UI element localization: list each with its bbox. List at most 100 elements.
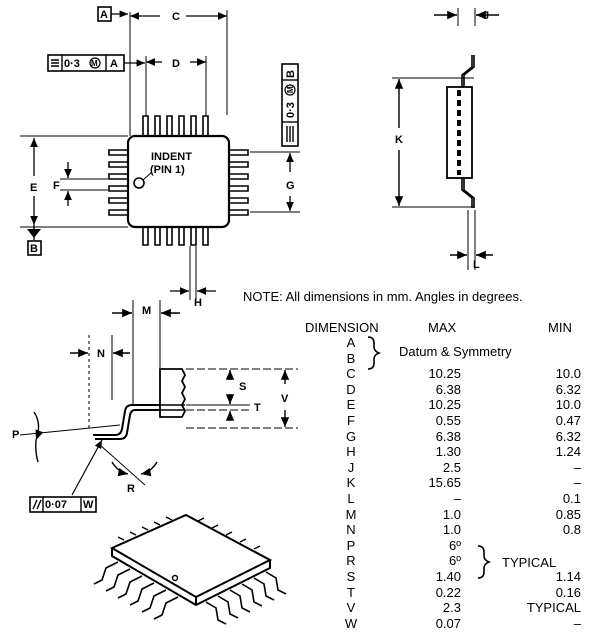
isometric-package-view <box>93 513 287 625</box>
table-cell-dimension: W <box>344 615 358 631</box>
table-cell-min: – <box>573 615 581 631</box>
table-cell-dimension: A <box>346 335 356 350</box>
tolerance-frame-bottom: 0·07 W <box>29 496 97 513</box>
table-cell-max: 15.65 <box>428 475 461 491</box>
tolerance-value-side: 0·3 <box>285 102 297 118</box>
table-cell-max: 6º <box>449 537 461 553</box>
tolerance-value-bottom: 0·07 <box>45 499 67 511</box>
table-header-dimension: DIMENSION <box>305 320 379 335</box>
dim-letter-p: P <box>12 429 19 441</box>
table-cell-dimension: K <box>346 475 356 491</box>
table-cell-min: – <box>573 475 581 491</box>
datum-a-label: A <box>100 9 108 21</box>
table-cell-dimension: J <box>347 459 355 475</box>
table-cell-dimension: C <box>346 366 356 382</box>
table-cell-max: – <box>453 491 461 506</box>
tolerance-mmc-side: M <box>286 86 295 93</box>
table-cell-dimension: V <box>346 600 356 616</box>
dim-letter-s: S <box>239 381 246 393</box>
dim-letter-j: J <box>483 10 489 22</box>
tolerance-datum-bottom: W <box>83 499 94 511</box>
left-leads <box>108 149 128 216</box>
typical-note: TYPICAL <box>502 555 557 570</box>
table-cell-dimension: L <box>347 491 355 506</box>
dim-letter-r: R <box>127 483 135 495</box>
table-cell-max: 1.0 <box>442 522 461 538</box>
table-cell-min: 6.32 <box>555 428 581 444</box>
dim-letter-m: M <box>142 305 151 317</box>
table-cell-dimension: P <box>346 537 356 553</box>
dim-letter-d: D <box>172 58 180 70</box>
table-cell-min: TYPICAL <box>526 600 581 616</box>
table-cell-max: 0.22 <box>435 584 461 600</box>
table-cell-max: 2.3 <box>442 600 461 616</box>
dim-letter-n: N <box>97 348 105 360</box>
top-view <box>20 10 300 300</box>
top-leads <box>142 115 209 136</box>
tolerance-datum-side: B <box>285 70 297 78</box>
table-cell-dimension: S <box>346 569 356 584</box>
dim-letter-c: C <box>172 11 180 23</box>
table-cell-min: 0.47 <box>555 413 581 428</box>
side-body <box>446 86 473 179</box>
table-cell-max: 6.38 <box>435 381 461 397</box>
table-cell-dimension: F <box>347 413 355 428</box>
indent-label: INDENT <box>151 151 192 163</box>
table-cell-max: 1.40 <box>435 569 461 584</box>
table-cell-dimension: M <box>345 506 357 522</box>
table-cell-dimension: D <box>346 381 356 397</box>
table-cell-dimension: R <box>346 553 356 569</box>
table-cell-min: 1.24 <box>555 444 581 460</box>
table-cell-min: 1.14 <box>555 569 581 584</box>
table-cell-dimension: T <box>347 584 355 600</box>
pin1-indent-circle <box>133 177 145 189</box>
tolerance-frame-side: 0·3 M B <box>281 63 299 147</box>
tolerance-frame-top: 0·3 M A <box>47 54 145 72</box>
table-cell-max: 10.25 <box>428 397 461 413</box>
table-cell-min: – <box>573 459 581 475</box>
table-cell-min: 0.16 <box>555 584 581 600</box>
table-cell-min: 10.0 <box>555 397 581 413</box>
units-note: NOTE: All dimensions in mm. Angles in de… <box>243 289 523 304</box>
table-cell-max: 0.07 <box>435 615 461 631</box>
dim-letter-e: E <box>30 182 37 194</box>
table-cell-min: 0.1 <box>562 491 581 506</box>
dim-letter-k: K <box>395 134 403 146</box>
table-cell-max: 10.25 <box>428 366 461 382</box>
dim-letter-v: V <box>281 393 289 405</box>
table-cell-dimension: N <box>346 522 356 538</box>
datum-symmetry-note: Datum & Symmetry <box>399 344 512 359</box>
dim-letter-h: H <box>194 297 202 309</box>
dim-letter-l: L <box>473 259 480 271</box>
table-cell-dimension: B <box>346 350 356 366</box>
dim-letter-f: F <box>53 180 60 192</box>
table-cell-max: 6.38 <box>435 428 461 444</box>
tolerance-mmc-top: M <box>91 59 98 68</box>
datum-b-box <box>27 240 42 256</box>
datum-b-label: B <box>30 243 38 255</box>
tolerance-value-top: 0·3 <box>64 58 80 70</box>
tolerance-datum-top: A <box>110 58 118 70</box>
pin1-label: (PIN 1) <box>150 164 185 176</box>
lead-detail-view <box>19 300 298 496</box>
table-cell-max: 2.5 <box>442 459 461 475</box>
table-cell-min: 0.85 <box>555 506 581 522</box>
dim-letter-t: T <box>254 402 261 414</box>
table-cell-dimension: G <box>345 428 357 444</box>
table-header-min: MIN <box>548 320 572 335</box>
table-cell-dimension: H <box>346 444 356 460</box>
table-cell-min: 10.0 <box>555 366 581 382</box>
side-view <box>392 8 499 270</box>
table-cell-dimension: E <box>346 397 356 413</box>
dimension-letters: C D E F G H J K L M N P R S T V <box>12 10 489 495</box>
table-cell-max: 1.0 <box>442 506 461 522</box>
right-leads <box>229 149 249 216</box>
table-cell-max: 1.30 <box>435 444 461 460</box>
bottom-leads <box>142 227 209 246</box>
dim-letter-g: G <box>286 180 295 192</box>
table-cell-min: 6.32 <box>555 381 581 397</box>
table-cell-max: 6º <box>449 553 461 569</box>
table-cell-min: 0.8 <box>562 522 581 538</box>
